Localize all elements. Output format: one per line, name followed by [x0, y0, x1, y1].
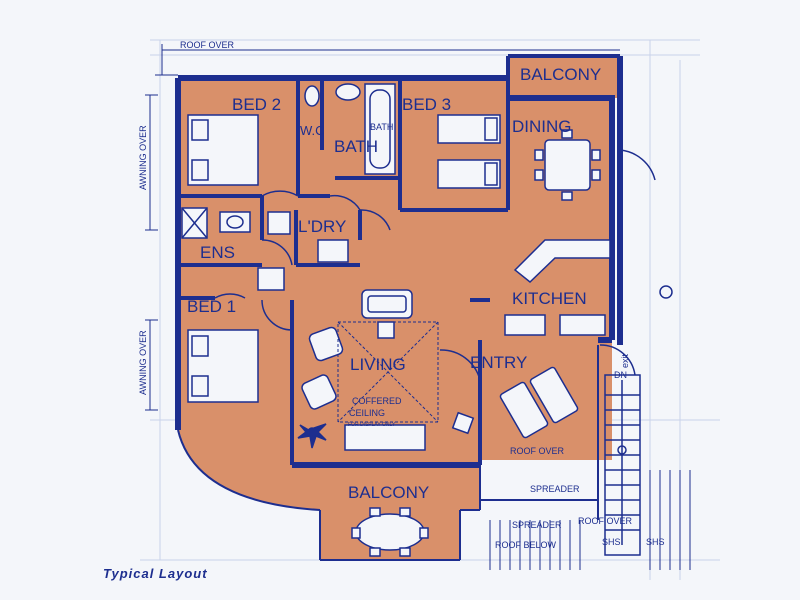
entry-lounges — [499, 366, 579, 439]
balcony-table — [351, 507, 429, 557]
bed-3-furniture — [437, 114, 501, 189]
ensuite-fixtures — [181, 207, 251, 239]
kitchen-counter — [504, 239, 673, 336]
bed-1-furniture — [187, 329, 259, 403]
coffered-label: COFFERED — [352, 396, 402, 406]
furniture — [181, 83, 673, 557]
laundry-fixtures — [257, 211, 349, 291]
living-label: LIVING — [350, 355, 406, 374]
exit-label: exit — [620, 353, 630, 368]
awning-over-upper-label: AWNING OVER — [138, 125, 148, 190]
roof-below-label: ROOF BELOW — [495, 540, 557, 550]
laundry-label: L'DRY — [298, 217, 346, 236]
dining-table — [534, 129, 601, 201]
interior-walls — [178, 54, 620, 465]
entry-label: ENTRY — [470, 353, 527, 372]
bath-tub — [364, 83, 396, 175]
bath-small-label: BATH — [370, 122, 393, 132]
wc-fixture — [304, 83, 361, 107]
shs-1-label: SHS — [602, 537, 621, 547]
roof-over-right-label: ROOF OVER — [510, 446, 565, 456]
bed-3-label: BED 3 — [402, 95, 451, 114]
plant-icon — [297, 423, 327, 449]
sofa — [361, 289, 413, 319]
ceiling-label: CEILING — [349, 408, 385, 418]
dining-label: DINING — [512, 117, 572, 136]
bed-2-label: BED 2 — [232, 95, 281, 114]
door-swings — [214, 149, 656, 381]
plan-caption: Typical Layout — [103, 566, 208, 581]
balcony-top-label: BALCONY — [520, 65, 601, 84]
spreader-1-label: SPREADER — [530, 484, 580, 494]
kitchen-label: KITCHEN — [512, 289, 587, 308]
ensuite-label: ENS — [200, 243, 235, 262]
roof-below-hatch — [489, 470, 691, 570]
bed-2-furniture — [187, 114, 259, 186]
balcony-bottom-label: BALCONY — [348, 483, 429, 502]
wc-label: W.C — [300, 123, 325, 138]
display-only-label: FOR DISPLAY ONLY — [348, 422, 396, 428]
exterior-walls — [175, 56, 623, 468]
dn-label: DN — [614, 370, 627, 380]
living-armchairs — [301, 321, 475, 435]
spreader-2-label: SPREADER — [512, 520, 562, 530]
bath-label: BATH — [334, 137, 378, 156]
roof-over-small-label: ROOF OVER — [578, 516, 633, 526]
awning-over-lower-label: AWNING OVER — [138, 330, 148, 395]
thin-walls — [177, 345, 599, 561]
roof-over-top-label: ROOF OVER — [180, 40, 235, 50]
shs-2-label: SHS — [646, 537, 665, 547]
coffee-table — [344, 424, 426, 451]
bed-1-label: BED 1 — [187, 297, 236, 316]
coffered-ceiling — [337, 321, 439, 423]
stair — [604, 374, 641, 556]
